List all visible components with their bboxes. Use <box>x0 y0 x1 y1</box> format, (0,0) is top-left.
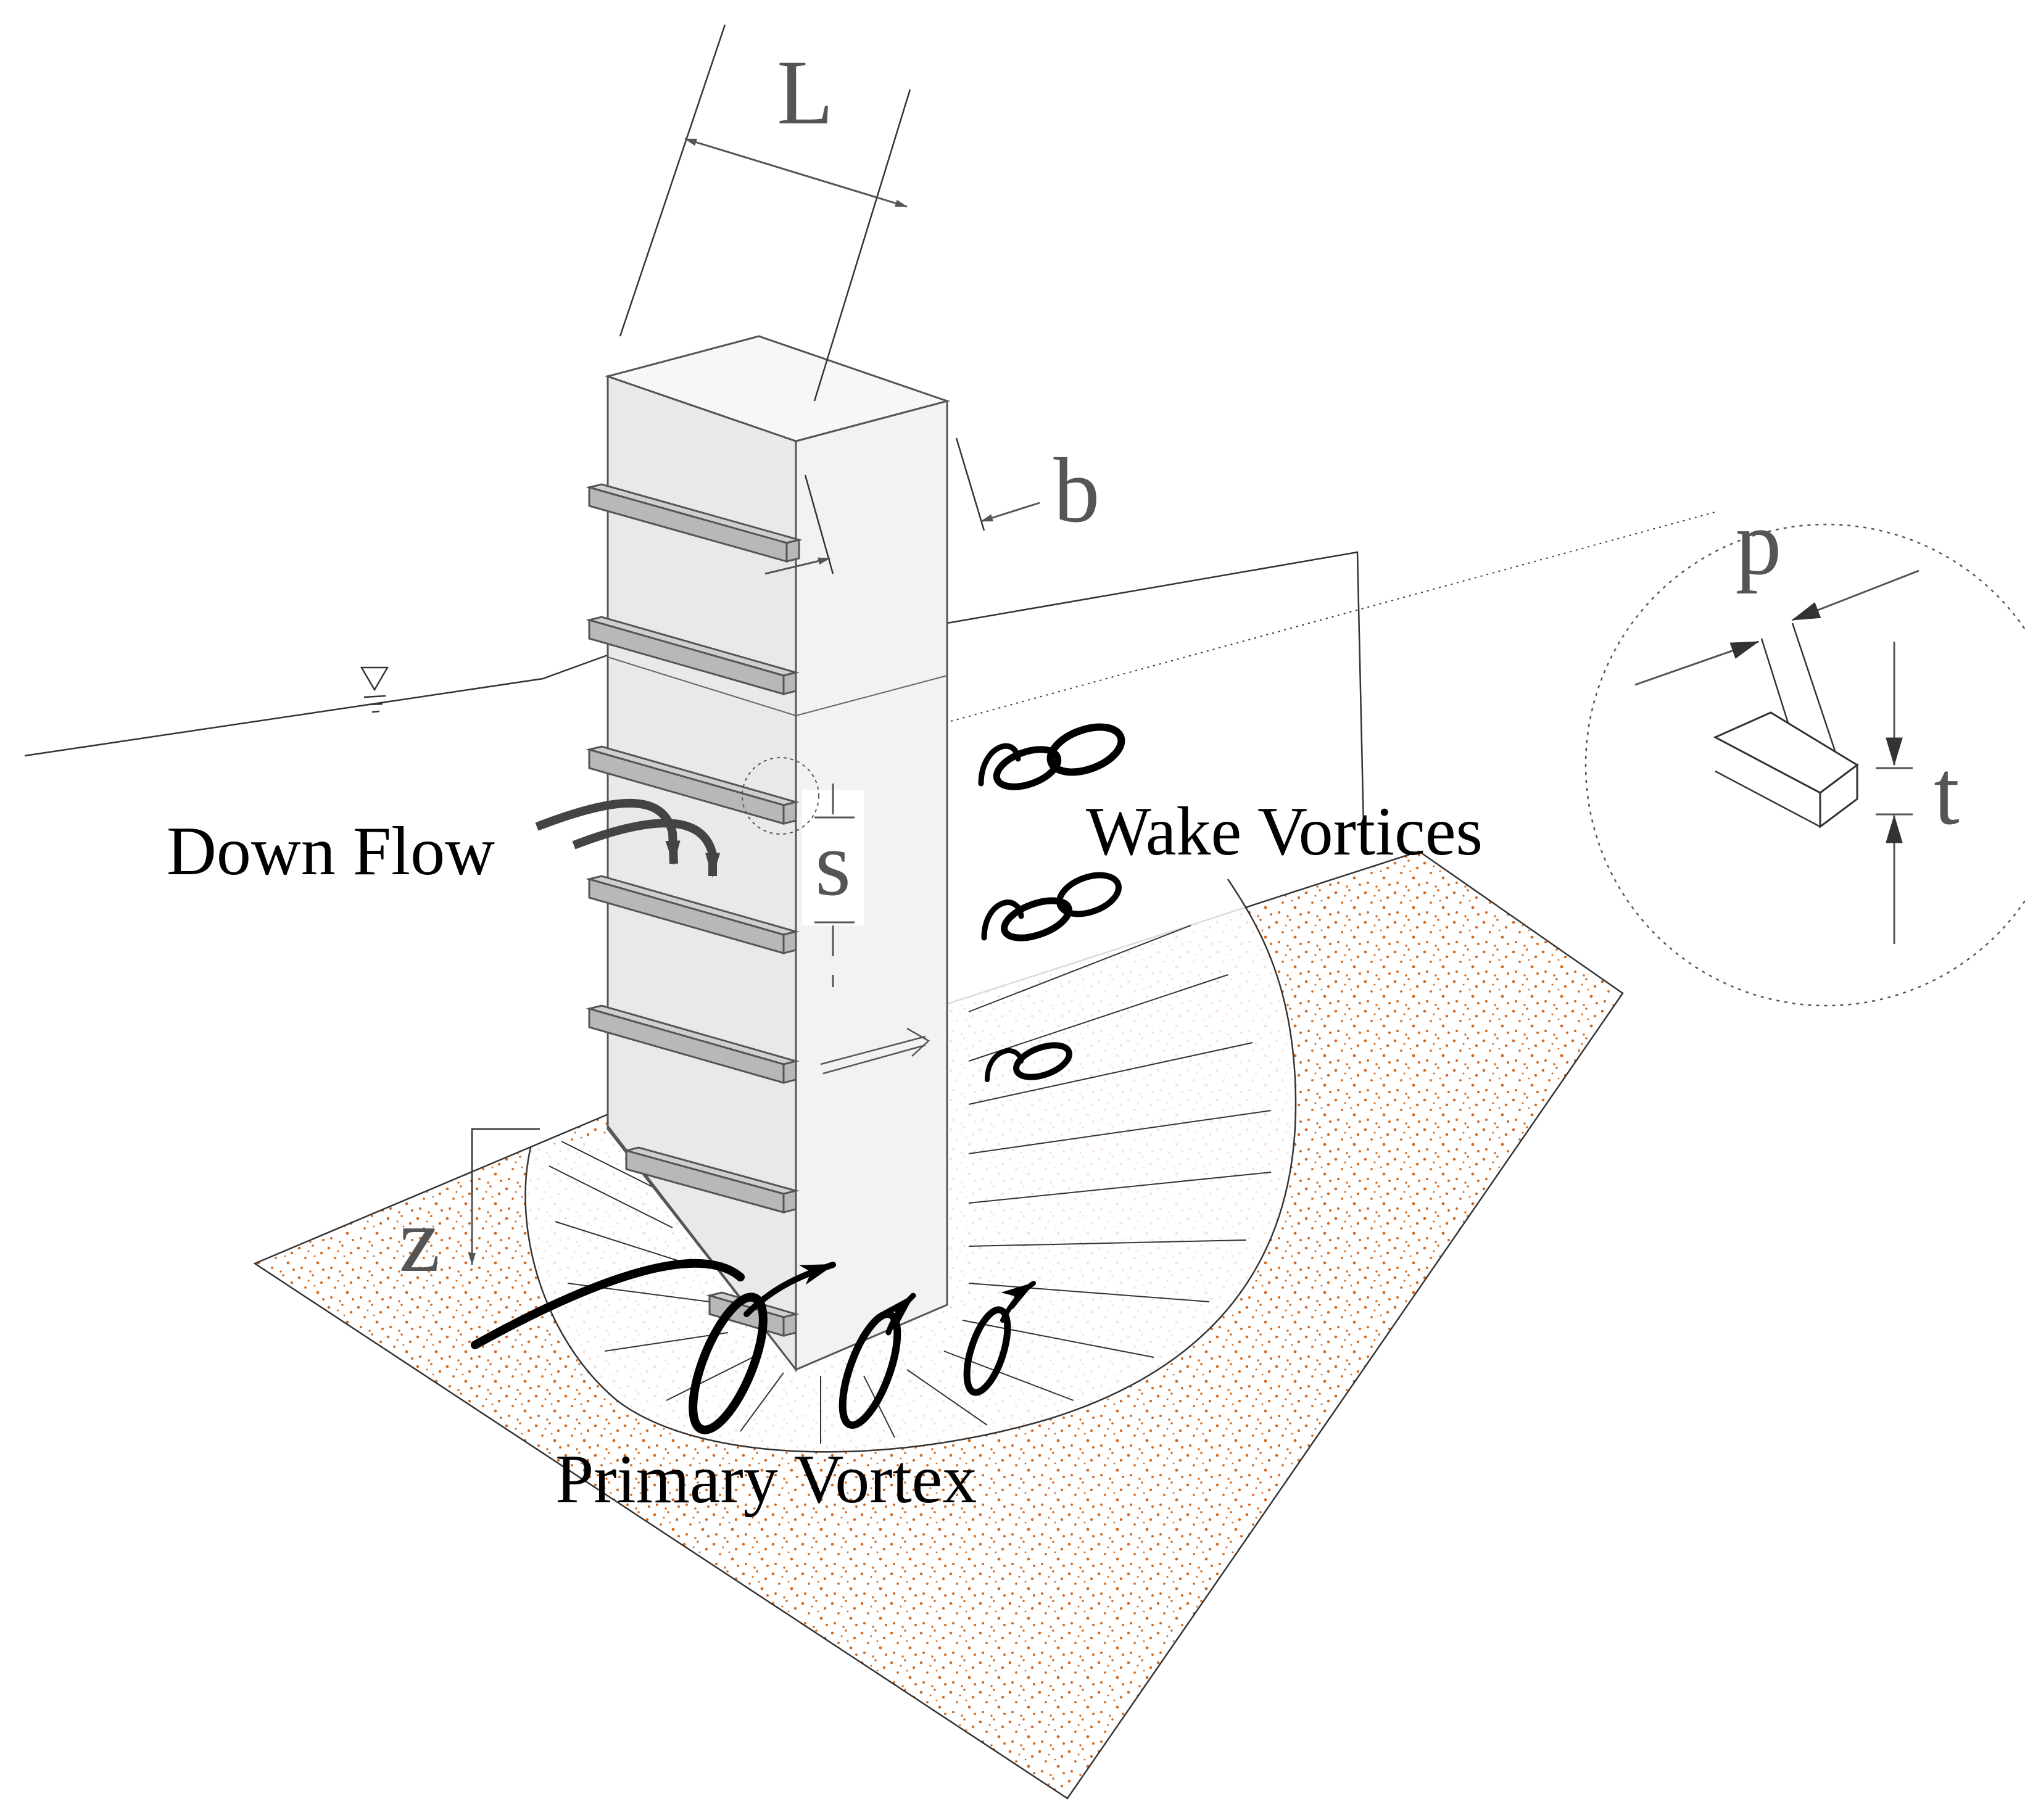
down-flow: Down Flow <box>167 798 720 890</box>
water-surface-icon <box>360 666 389 713</box>
primary-vortex: Primary Vortex <box>471 1259 1036 1518</box>
water-surface <box>24 653 611 757</box>
dimension-b: b <box>764 437 1100 575</box>
label-L: L <box>777 41 834 144</box>
pier <box>604 335 951 1373</box>
vortex-icon <box>839 1293 916 1429</box>
side-flow-arrow <box>820 1027 930 1075</box>
vortex-icon <box>978 723 1125 790</box>
vortex-icon <box>963 1281 1036 1396</box>
collar <box>586 1004 800 1084</box>
label-z: z <box>399 1189 441 1291</box>
dimension-z: z <box>399 1128 540 1291</box>
wake-vortices: Wake Vortices <box>978 723 1483 1082</box>
detail-inset: p t <box>1584 492 2025 1007</box>
section-line <box>801 511 1716 827</box>
dimension-L: L <box>619 24 911 402</box>
label-b: b <box>1054 439 1100 542</box>
collar <box>623 1146 800 1214</box>
collar <box>586 745 800 825</box>
dimension-s: s <box>742 757 864 987</box>
vortex-icon <box>985 1042 1072 1082</box>
vortex-icon <box>689 1262 836 1434</box>
collar <box>586 616 800 695</box>
collar <box>586 483 803 563</box>
label-s: s <box>815 813 851 915</box>
label-t: t <box>1934 742 1960 844</box>
label-p: p <box>1736 492 1782 594</box>
detail-callout-circle <box>742 757 819 835</box>
label-down-flow: Down Flow <box>167 813 495 890</box>
label-primary-vortex: Primary Vortex <box>555 1441 977 1518</box>
label-wake-vortices: Wake Vortices <box>1086 793 1483 870</box>
flow-arrow-icon <box>535 798 720 878</box>
collar <box>586 875 800 954</box>
collar-detail <box>1713 711 1859 829</box>
collars <box>586 483 803 1337</box>
vortex-icon <box>981 872 1122 941</box>
